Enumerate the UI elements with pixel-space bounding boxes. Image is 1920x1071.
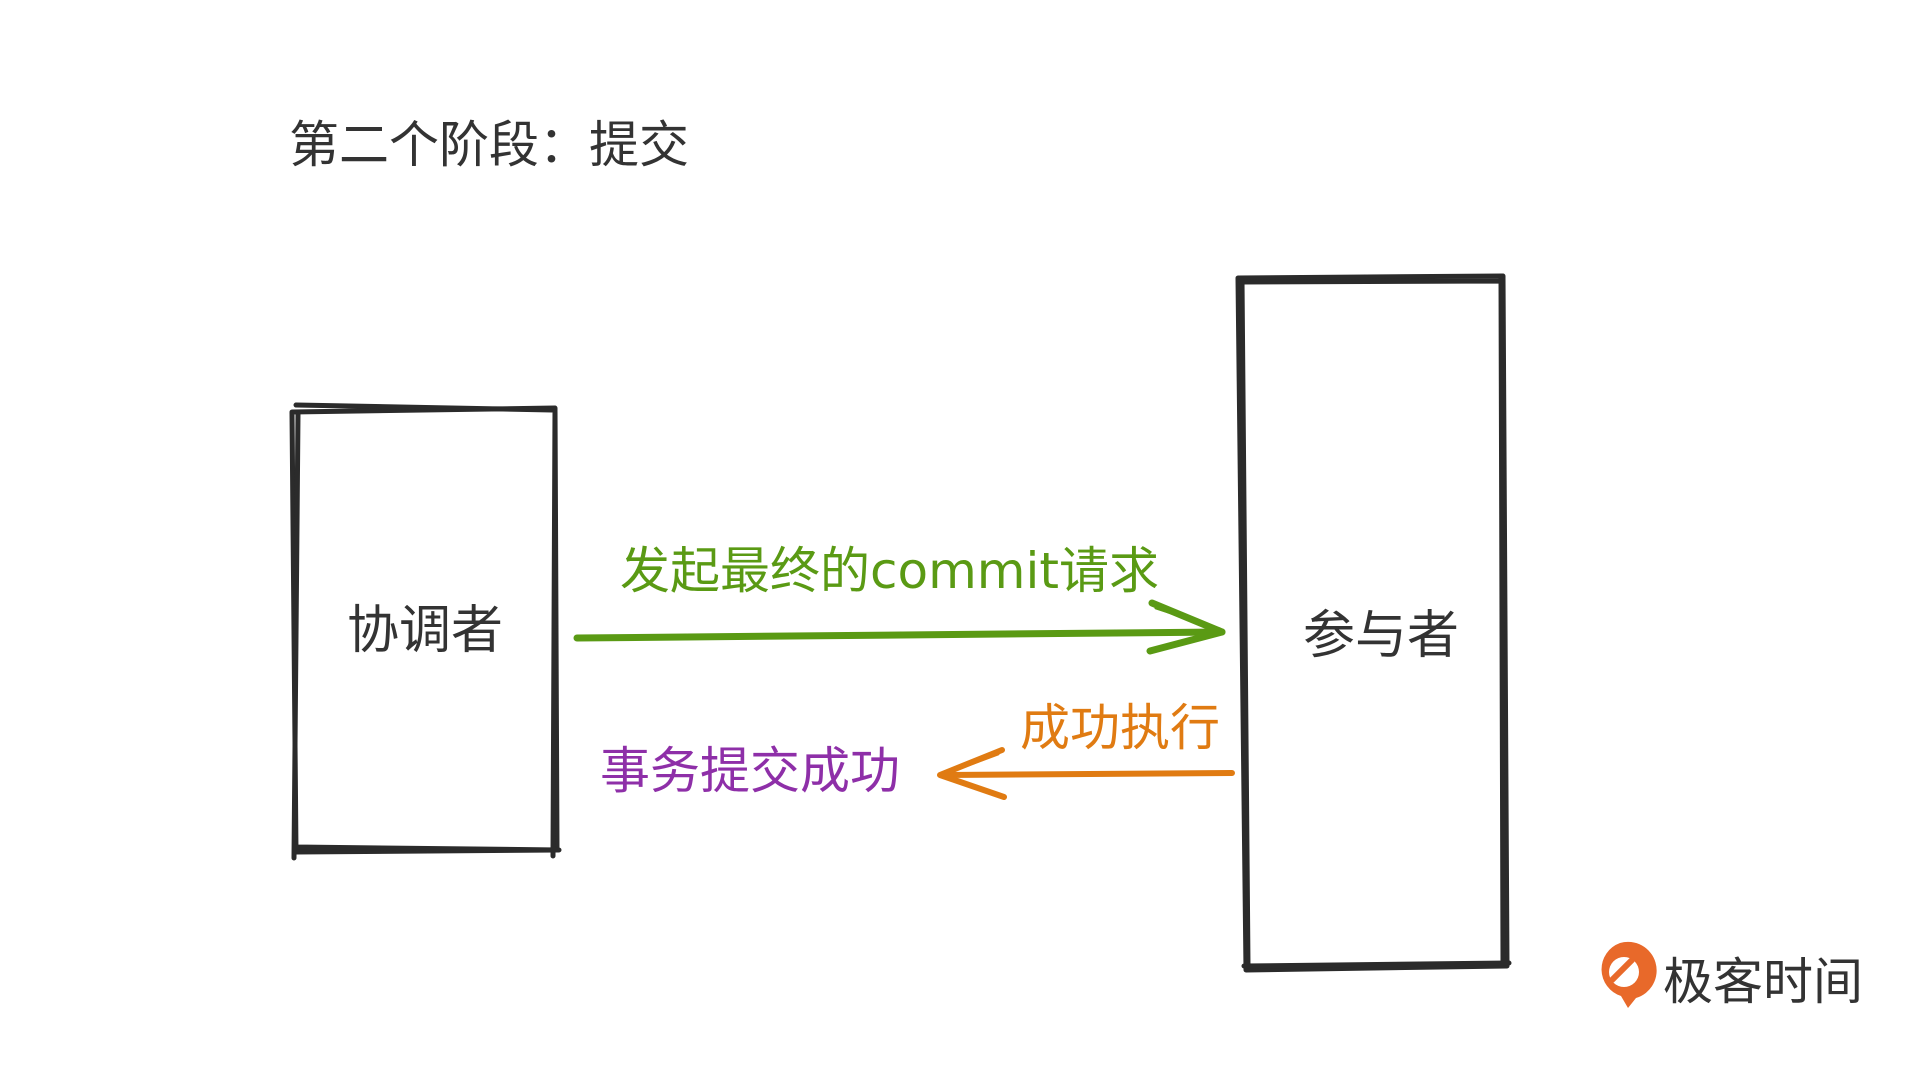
- geektime-logo-icon: [1601, 941, 1657, 1008]
- brand: 极客时间: [1601, 941, 1863, 1011]
- commit-request-label: 发起最终的commit请求: [620, 542, 1159, 600]
- transaction-success-label: 事务提交成功: [600, 742, 900, 800]
- brand-name: 极客时间: [1663, 953, 1863, 1011]
- coordinator-label: 协调者: [347, 601, 503, 661]
- participant-box: 参与者: [1235, 273, 1512, 973]
- execute-success-arrow: [937, 747, 1235, 800]
- execute-success-label: 成功执行: [1020, 699, 1220, 757]
- participant-label: 参与者: [1303, 606, 1459, 666]
- commit-request-arrow: [573, 599, 1226, 655]
- coordinator-box: 协调者: [289, 402, 562, 861]
- diagram-title: 第二个阶段：提交: [289, 116, 689, 174]
